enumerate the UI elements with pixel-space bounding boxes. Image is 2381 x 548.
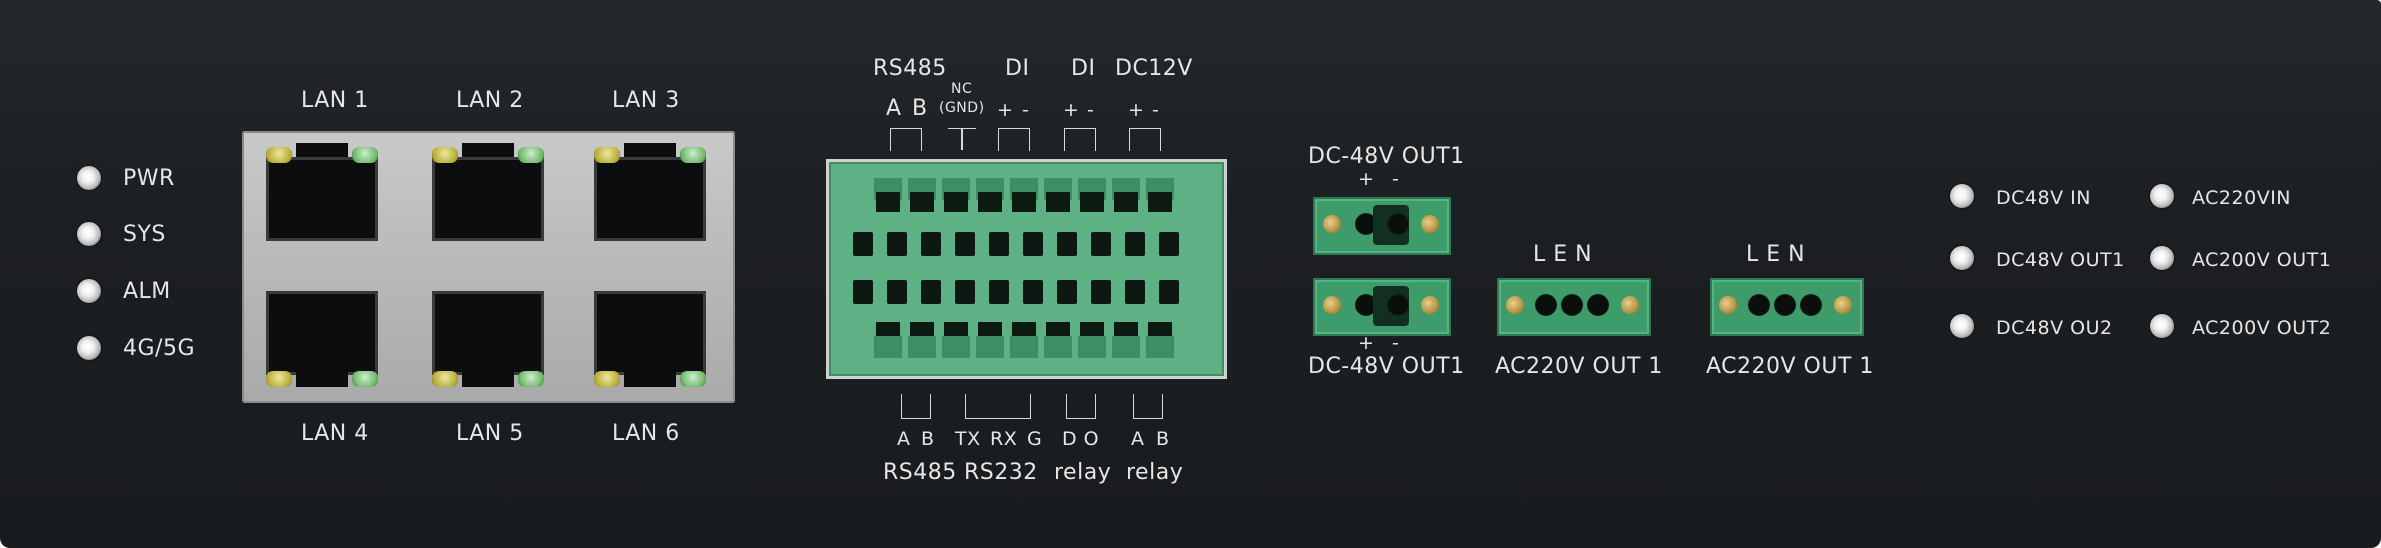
- lan2-label: LAN 2: [456, 88, 524, 113]
- dc48v-out-top-label: DC-48V OUT1: [1308, 144, 1465, 169]
- lan2-port[interactable]: [418, 137, 558, 253]
- ac200v-out2-label: AC200V OUT2: [2192, 317, 2332, 339]
- di2-top-bracket: [1064, 128, 1096, 151]
- lan6-label: LAN 6: [612, 421, 680, 446]
- lan4-act-led: [352, 371, 378, 387]
- ac-out1-pins: L E N: [1533, 242, 1593, 267]
- do-pins: D O: [1062, 428, 1100, 450]
- gnd-label: (GND): [939, 100, 985, 116]
- ac220v-in-led: [2150, 184, 2174, 208]
- rs232-bottom-bracket: [965, 394, 1031, 419]
- io-terminal-block[interactable]: [826, 159, 1227, 379]
- dc48v-out-connector-1[interactable]: [1313, 197, 1451, 255]
- rs232-tx: TX: [955, 428, 981, 450]
- di1-top-bracket: [998, 128, 1030, 151]
- dc48v-top-minus: -: [1392, 168, 1400, 190]
- dc12v-top-label: DC12V: [1115, 56, 1193, 81]
- alm-led: [77, 279, 101, 303]
- lan5-link-led: [432, 371, 458, 387]
- ac-out1-label: AC220V OUT 1: [1495, 354, 1663, 379]
- lan1-label: LAN 1: [301, 88, 369, 113]
- lan2-link-led: [432, 147, 458, 163]
- lan5-label: LAN 5: [456, 421, 524, 446]
- ac220v-out-connector-1[interactable]: [1497, 278, 1651, 336]
- lan2-act-led: [518, 147, 544, 163]
- relay-a-bottom: A: [1131, 428, 1145, 450]
- ac200v-out1-led: [2150, 246, 2174, 270]
- di1-plus: +: [997, 99, 1014, 121]
- relay-bottom-bracket: [1133, 394, 1163, 419]
- dc48v-out-bottom-label: DC-48V OUT1: [1308, 354, 1465, 379]
- dc48v-top-plus: +: [1358, 168, 1375, 190]
- di1-top-label: DI: [1005, 56, 1030, 81]
- relay-label: relay: [1126, 460, 1184, 485]
- lan4-label: LAN 4: [301, 421, 369, 446]
- dc48v-out-connector-2[interactable]: [1313, 278, 1451, 336]
- ac220v-out-connector-2[interactable]: [1710, 278, 1864, 336]
- ac220v-in-label: AC220VIN: [2192, 187, 2292, 209]
- ac200v-out1-label: AC200V OUT1: [2192, 249, 2332, 271]
- dc48v-in-label: DC48V IN: [1996, 187, 2091, 209]
- ac-out2-label: AC220V OUT 1: [1706, 354, 1874, 379]
- rs485-b-top: B: [912, 96, 928, 121]
- lan1-link-led: [266, 147, 292, 163]
- rs485-top-label: RS485: [873, 56, 947, 81]
- ac-out2-pins: L E N: [1746, 242, 1806, 267]
- dc48v-ou2-label: DC48V OU2: [1996, 317, 2113, 339]
- di2-plus: +: [1063, 99, 1080, 121]
- rs485-bottom-bracket: [901, 394, 931, 419]
- lan-port-block: [242, 131, 735, 403]
- lan3-link-led: [594, 147, 620, 163]
- do-relay-label: relay: [1054, 460, 1112, 485]
- dc12v-minus: -: [1152, 99, 1160, 121]
- di1-minus: -: [1022, 99, 1030, 121]
- rs485-top-bracket: [890, 128, 922, 151]
- rs232-rx: RX: [990, 428, 1018, 450]
- nc-label: NC: [951, 81, 973, 97]
- pwr-label: PWR: [123, 166, 175, 191]
- relay-b-bottom: B: [1156, 428, 1170, 450]
- lan1-act-led: [352, 147, 378, 163]
- lan5-act-led: [518, 371, 544, 387]
- di2-top-label: DI: [1071, 56, 1096, 81]
- lan3-port[interactable]: [580, 137, 720, 253]
- lan5-port[interactable]: [418, 279, 558, 395]
- sys-led: [77, 222, 101, 246]
- pwr-led: [77, 166, 101, 190]
- dc48v-ou2-led: [1950, 314, 1974, 338]
- lan1-port[interactable]: [252, 137, 392, 253]
- lan6-port[interactable]: [580, 279, 720, 395]
- dc48v-out1-led: [1950, 246, 1974, 270]
- dc12v-plus: +: [1128, 99, 1145, 121]
- lan6-link-led: [594, 371, 620, 387]
- lan3-act-led: [680, 147, 706, 163]
- lan3-label: LAN 3: [612, 88, 680, 113]
- alm-label: ALM: [123, 279, 171, 304]
- rs232-g: G: [1027, 428, 1043, 450]
- lan4-link-led: [266, 371, 292, 387]
- cellular-led: [77, 336, 101, 360]
- rs485-bottom-label: RS485: [883, 460, 957, 485]
- rs485-a-bottom: A: [897, 428, 911, 450]
- dc48v-bottom-plus: +: [1358, 332, 1375, 354]
- di2-minus: -: [1087, 99, 1095, 121]
- rs485-a-top: A: [886, 96, 902, 121]
- lan6-act-led: [680, 371, 706, 387]
- do-bottom-bracket: [1066, 394, 1096, 419]
- dc12v-top-bracket: [1129, 128, 1161, 151]
- rs232-bottom-label: RS232: [964, 460, 1038, 485]
- dc48v-bottom-minus: -: [1392, 332, 1400, 354]
- dc48v-out1-label: DC48V OUT1: [1996, 249, 2125, 271]
- sys-label: SYS: [123, 222, 166, 247]
- ac200v-out2-led: [2150, 314, 2174, 338]
- rs485-b-bottom: B: [921, 428, 935, 450]
- cellular-label: 4G/5G: [123, 336, 196, 361]
- lan4-port[interactable]: [252, 279, 392, 395]
- dc48v-in-led: [1950, 184, 1974, 208]
